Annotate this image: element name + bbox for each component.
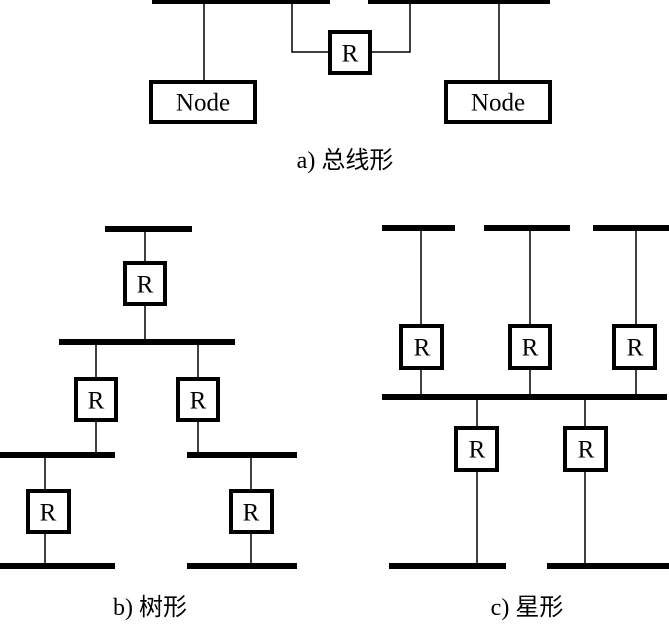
router-label: R [88, 388, 105, 415]
node-label: Node [176, 90, 230, 117]
router-label: R [627, 335, 644, 362]
node-left: Node [149, 80, 257, 124]
router-label: R [342, 41, 359, 68]
caption-tree: b) 树形 [113, 594, 187, 621]
wire-router-right [372, 1, 411, 53]
router-label: R [522, 335, 539, 362]
tree-router-l1-right: R [176, 377, 220, 422]
router-label: R [40, 500, 57, 527]
star-router-top-2: R [508, 324, 552, 370]
router-label: R [414, 335, 431, 362]
router-label: R [243, 500, 260, 527]
bus-router: R [328, 30, 372, 75]
caption-bus: a) 总线形 [297, 147, 394, 174]
router-label: R [469, 437, 486, 464]
router-label: R [137, 272, 154, 299]
star-router-top-3: R [612, 324, 657, 370]
star-router-bottom-2: R [563, 426, 608, 472]
tree-router-l1-left: R [74, 377, 118, 422]
wire-router-left [291, 1, 330, 53]
star-router-top-1: R [399, 324, 444, 370]
tree-topology: R R R R R b) 树形 [0, 226, 297, 621]
tree-router-root: R [123, 261, 167, 306]
caption-star: c) 星形 [491, 594, 564, 621]
tree-router-l2-left: R [26, 489, 71, 534]
router-label: R [578, 437, 595, 464]
star-topology: R R R R R c) 星形 [382, 225, 669, 621]
router-label: R [190, 388, 207, 415]
bus-topology: R Node Node a) 总线形 [149, 0, 552, 174]
star-router-bottom-1: R [454, 426, 499, 472]
node-right: Node [444, 80, 552, 124]
tree-router-l2-right: R [229, 489, 274, 534]
node-label: Node [471, 90, 525, 117]
